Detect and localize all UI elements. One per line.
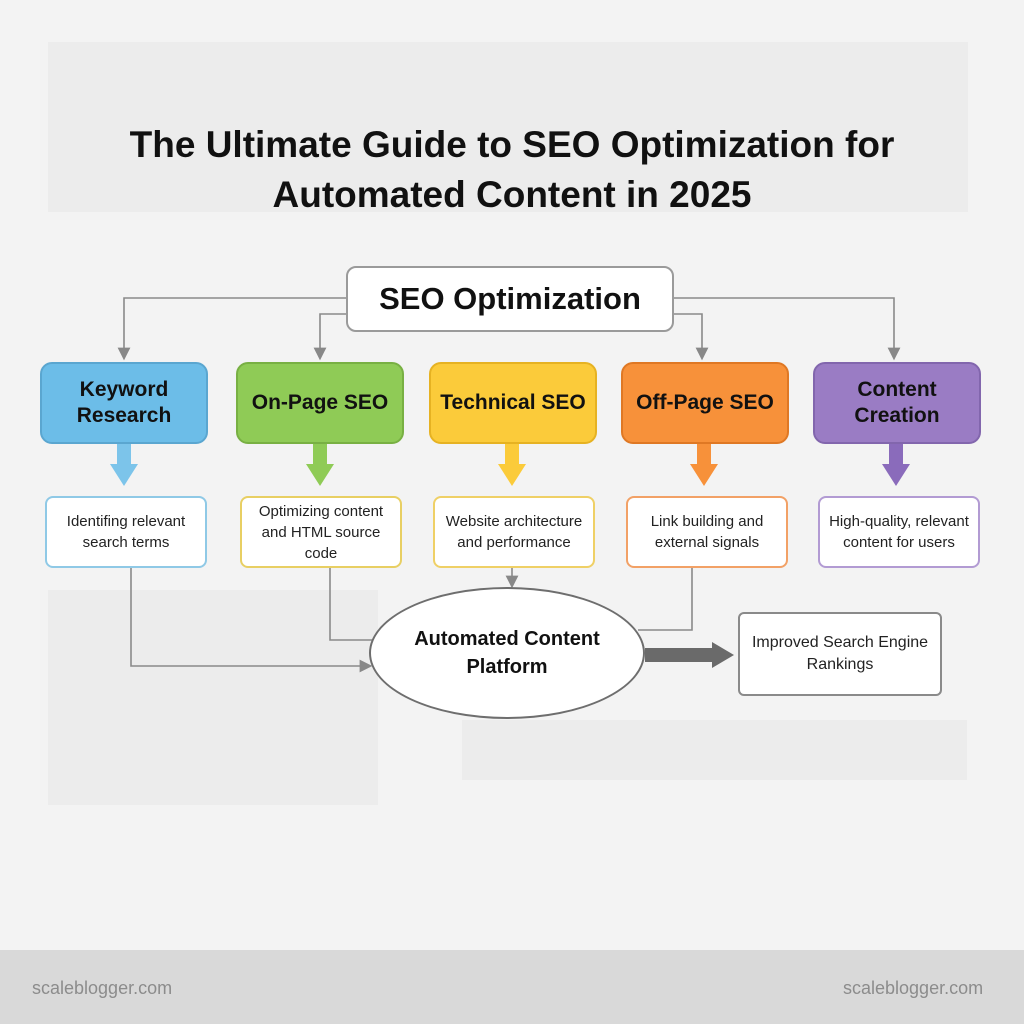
- background-panel: [462, 720, 967, 780]
- category-content-creation: Content Creation: [813, 362, 981, 444]
- description-off-page-seo: Link building and external signals: [626, 496, 788, 568]
- category-keyword-research: Keyword Research: [40, 362, 208, 444]
- down-arrow-technical: [498, 444, 526, 486]
- root-node: SEO Optimization: [346, 266, 674, 332]
- background-panel: [48, 42, 968, 212]
- footer-watermark-right: scaleblogger.com: [843, 978, 984, 998]
- description-technical-seo: Website architecture and performance: [433, 496, 595, 568]
- connector-onpage: [313, 313, 346, 361]
- down-arrow-keyword: [110, 444, 138, 486]
- category-on-page-seo: On-Page SEO: [236, 362, 404, 444]
- footer-watermark-left: scaleblogger.com: [32, 978, 173, 998]
- title-line-1: The Ultimate Guide to SEO Optimization f…: [129, 124, 895, 165]
- platform-node: Automated Content Platform: [369, 587, 645, 719]
- description-on-page-seo: Optimizing content and HTML source code: [240, 496, 402, 568]
- category-off-page-seo: Off-Page SEO: [621, 362, 789, 444]
- connector-offpage-platform: [638, 568, 693, 631]
- down-arrow-offpage: [690, 444, 718, 486]
- footer-bar: [0, 950, 1024, 1024]
- connector-keyword: [117, 297, 346, 361]
- title-line-2: Automated Content in 2025: [272, 174, 752, 215]
- connector-content: [674, 297, 901, 361]
- connector-offpage: [674, 313, 709, 361]
- background-panel: [48, 590, 378, 805]
- connector-keyword-platform: [130, 568, 373, 673]
- page-title: The Ultimate Guide to SEO Optimization f…: [0, 120, 1024, 220]
- connector-onpage-platform: [329, 568, 386, 641]
- result-node: Improved Search Engine Rankings: [738, 612, 942, 696]
- arrow-to-result: [645, 642, 734, 668]
- down-arrow-onpage: [306, 444, 334, 486]
- description-content-creation: High-quality, relevant content for users: [818, 496, 980, 568]
- down-arrow-content: [882, 444, 910, 486]
- category-technical-seo: Technical SEO: [429, 362, 597, 444]
- description-keyword-research: Identifing relevant search terms: [45, 496, 207, 568]
